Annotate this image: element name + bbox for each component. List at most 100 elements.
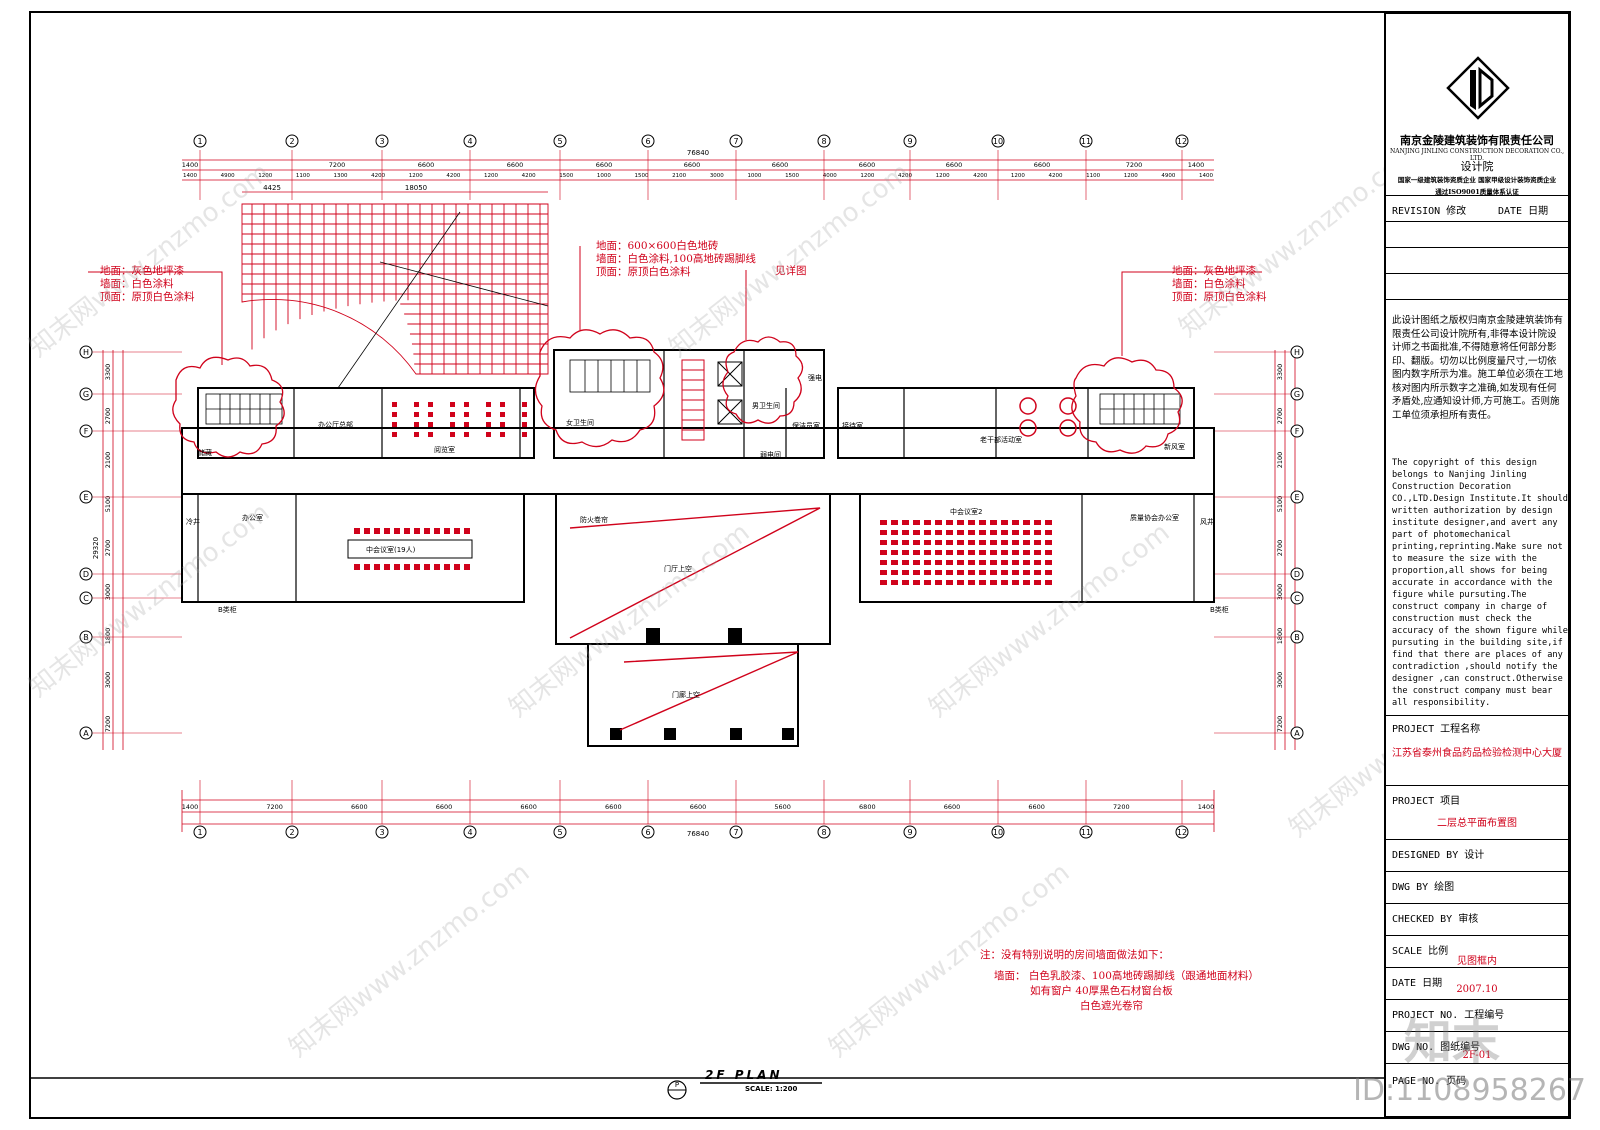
seat-mr2 [1012,530,1019,535]
room-elec: 强电 [808,373,822,382]
seat-reading [428,422,433,427]
company-qualification-2: 通过ISO9001质量体系认证 [1435,188,1519,196]
seat-mr2 [979,580,986,585]
seat-mr2 [935,530,942,535]
project-name-label: PROJECT 工程名称 [1392,724,1481,735]
seat-mr2 [968,580,975,585]
company-logo-icon [1446,56,1510,120]
grid-label-top-11: 11 [1081,137,1091,146]
grid-label-bottom-8: 8 [821,828,826,837]
grid-row-bubble-right-E [1290,490,1304,504]
seat-reading [500,412,505,417]
right-dim-6: 1800 [1276,628,1284,645]
hall-void-lines [569,507,821,731]
room-reading: 阅览室 [434,445,455,454]
top-sub-dim-19: 4200 [898,173,912,179]
note-left-floor: 地面：灰色地坪漆 [100,265,184,277]
chair-mr1-bottom [364,564,370,570]
seat-mr2 [1034,530,1041,535]
seat-reading [392,402,397,407]
seat-mr2 [990,520,997,525]
left-dim-1: 2700 [104,408,112,425]
grid-row-label-right-E: E [1294,493,1299,502]
left-dim-6: 1800 [104,628,112,645]
seat-mr2 [1034,560,1041,565]
designed-label: DESIGNED BY 设计 [1392,850,1485,861]
top-sub-dim-8: 1200 [484,173,498,179]
seat-mr2 [1012,520,1019,525]
top-sub-dim-2: 1200 [258,173,272,179]
chair-mr1-top [374,528,380,534]
grid-bubble-bottom-7 [729,825,743,839]
seat-mr2 [957,540,964,545]
bottom-dim-12: 1400 [1198,803,1215,811]
seat-mr2 [880,560,887,565]
total-height-dim: 29320 [92,537,100,559]
left-dim-4: 2700 [104,540,112,557]
seat-mr2 [913,520,920,525]
seat-mr2 [935,580,942,585]
note-left: 地面：灰色地坪漆 墙面：白色涂料 顶面：原顶白色涂料 [100,265,195,304]
seat-mr2 [979,560,986,565]
seat-mr2 [957,550,964,555]
seat-mr2 [891,570,898,575]
room-meeting2: 中会议室2 [950,507,982,516]
note-center: 地面：600×600白色地砖 墙面：白色涂料,100高地砖踢脚线 顶面：原顶白色… [596,240,756,279]
grid-row-bubble-left-E [79,490,93,504]
seat-mr2 [935,560,942,565]
revision-label: REVISION 修改 [1392,206,1467,217]
seat-mr2 [913,580,920,585]
seat-mr2 [924,530,931,535]
note-center-floor: 地面：600×600白色地砖 [596,240,719,252]
seat-mr2 [946,550,953,555]
grid-label-top-6: 6 [645,137,650,146]
top-sub-dim-26: 4900 [1161,173,1175,179]
room-water: 风井 [1200,517,1214,526]
chair-mr1-bottom [414,564,420,570]
room-pipe-right: B类柜 [1210,605,1229,614]
note-center-ceiling: 顶面：原顶白色涂料 [596,266,691,278]
top-sub-dim-14: 3000 [710,173,724,179]
note-right-floor: 地面：灰色地坪漆 [1172,265,1256,277]
grid-row-label-right-A: A [1294,729,1300,738]
terrace-diag-2 [379,261,549,307]
grid-row-bubble-left-A [79,726,93,740]
seat-mr2 [990,540,997,545]
seat-mr2 [902,580,909,585]
seat-reading [522,422,527,427]
seat-mr2 [1001,520,1008,525]
room-female-wc: 女卫生间 [566,418,594,427]
grid-row-bubble-left-D [79,567,93,581]
grid-label-top-10: 10 [993,137,1003,146]
grid-label-top-7: 7 [733,137,738,146]
copyright-notice-en: The copyright of this design belongs to … [1392,458,1568,708]
grid-bubble-bottom-4 [463,825,477,839]
seat-mr2 [1034,540,1041,545]
grid-row-bubble-right-D [1290,567,1304,581]
top-sub-dim-13: 2100 [672,173,686,179]
grid-row-bubble-right-H [1290,345,1304,359]
seat-mr2 [1045,560,1052,565]
grid-label-bottom-11: 11 [1081,828,1091,837]
seat-mr2 [957,530,964,535]
seat-mr2 [935,570,942,575]
grid-bubble-bottom-12 [1175,825,1189,839]
seat-mr2 [946,570,953,575]
top-dim-9: 6600 [1034,161,1051,169]
seat-mr2 [935,540,942,545]
meeting-room-2-furniture [880,520,1052,585]
seat-mr2 [957,520,964,525]
room-utility: 储藏 [198,448,212,457]
top-sub-dim-5: 4200 [371,173,385,179]
grid-row-label-right-G: G [1294,390,1300,399]
grid-row-bubble-right-F [1290,424,1304,438]
seat-reading [486,402,491,407]
note-bottom-line2: 如有窗户 40厚黑色石材窗台板 [1030,985,1173,997]
bottom-dim-10: 6600 [1028,803,1045,811]
grid-label-top-4: 4 [467,137,472,146]
seat-mr2 [946,540,953,545]
seat-mr2 [957,560,964,565]
seat-mr2 [924,550,931,555]
